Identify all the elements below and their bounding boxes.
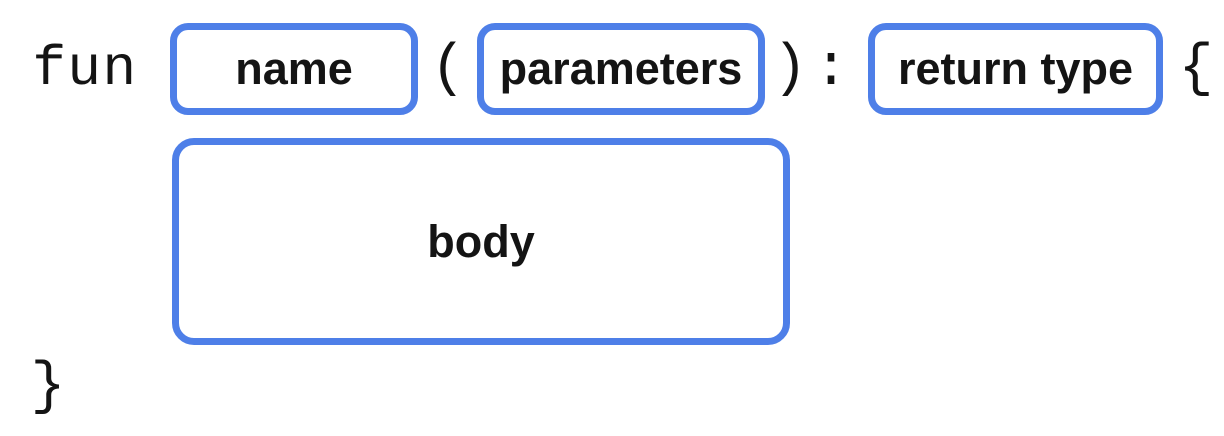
open-paren-token: (: [430, 36, 466, 102]
return-type-slot-box: return type: [868, 23, 1163, 115]
body-slot-label: body: [427, 215, 535, 267]
parameters-slot-label: parameters: [499, 43, 743, 94]
body-slot-box: body: [172, 138, 790, 345]
close-brace-token: }: [30, 354, 66, 420]
fun-keyword-token: fun: [32, 37, 138, 101]
colon-token: :: [813, 36, 849, 102]
close-paren-token: ): [772, 36, 808, 102]
name-slot-label: name: [235, 43, 353, 94]
open-brace-token: {: [1178, 36, 1214, 102]
name-slot-box: name: [170, 23, 418, 115]
parameters-slot-box: parameters: [477, 23, 765, 115]
return-type-slot-label: return type: [897, 43, 1134, 94]
